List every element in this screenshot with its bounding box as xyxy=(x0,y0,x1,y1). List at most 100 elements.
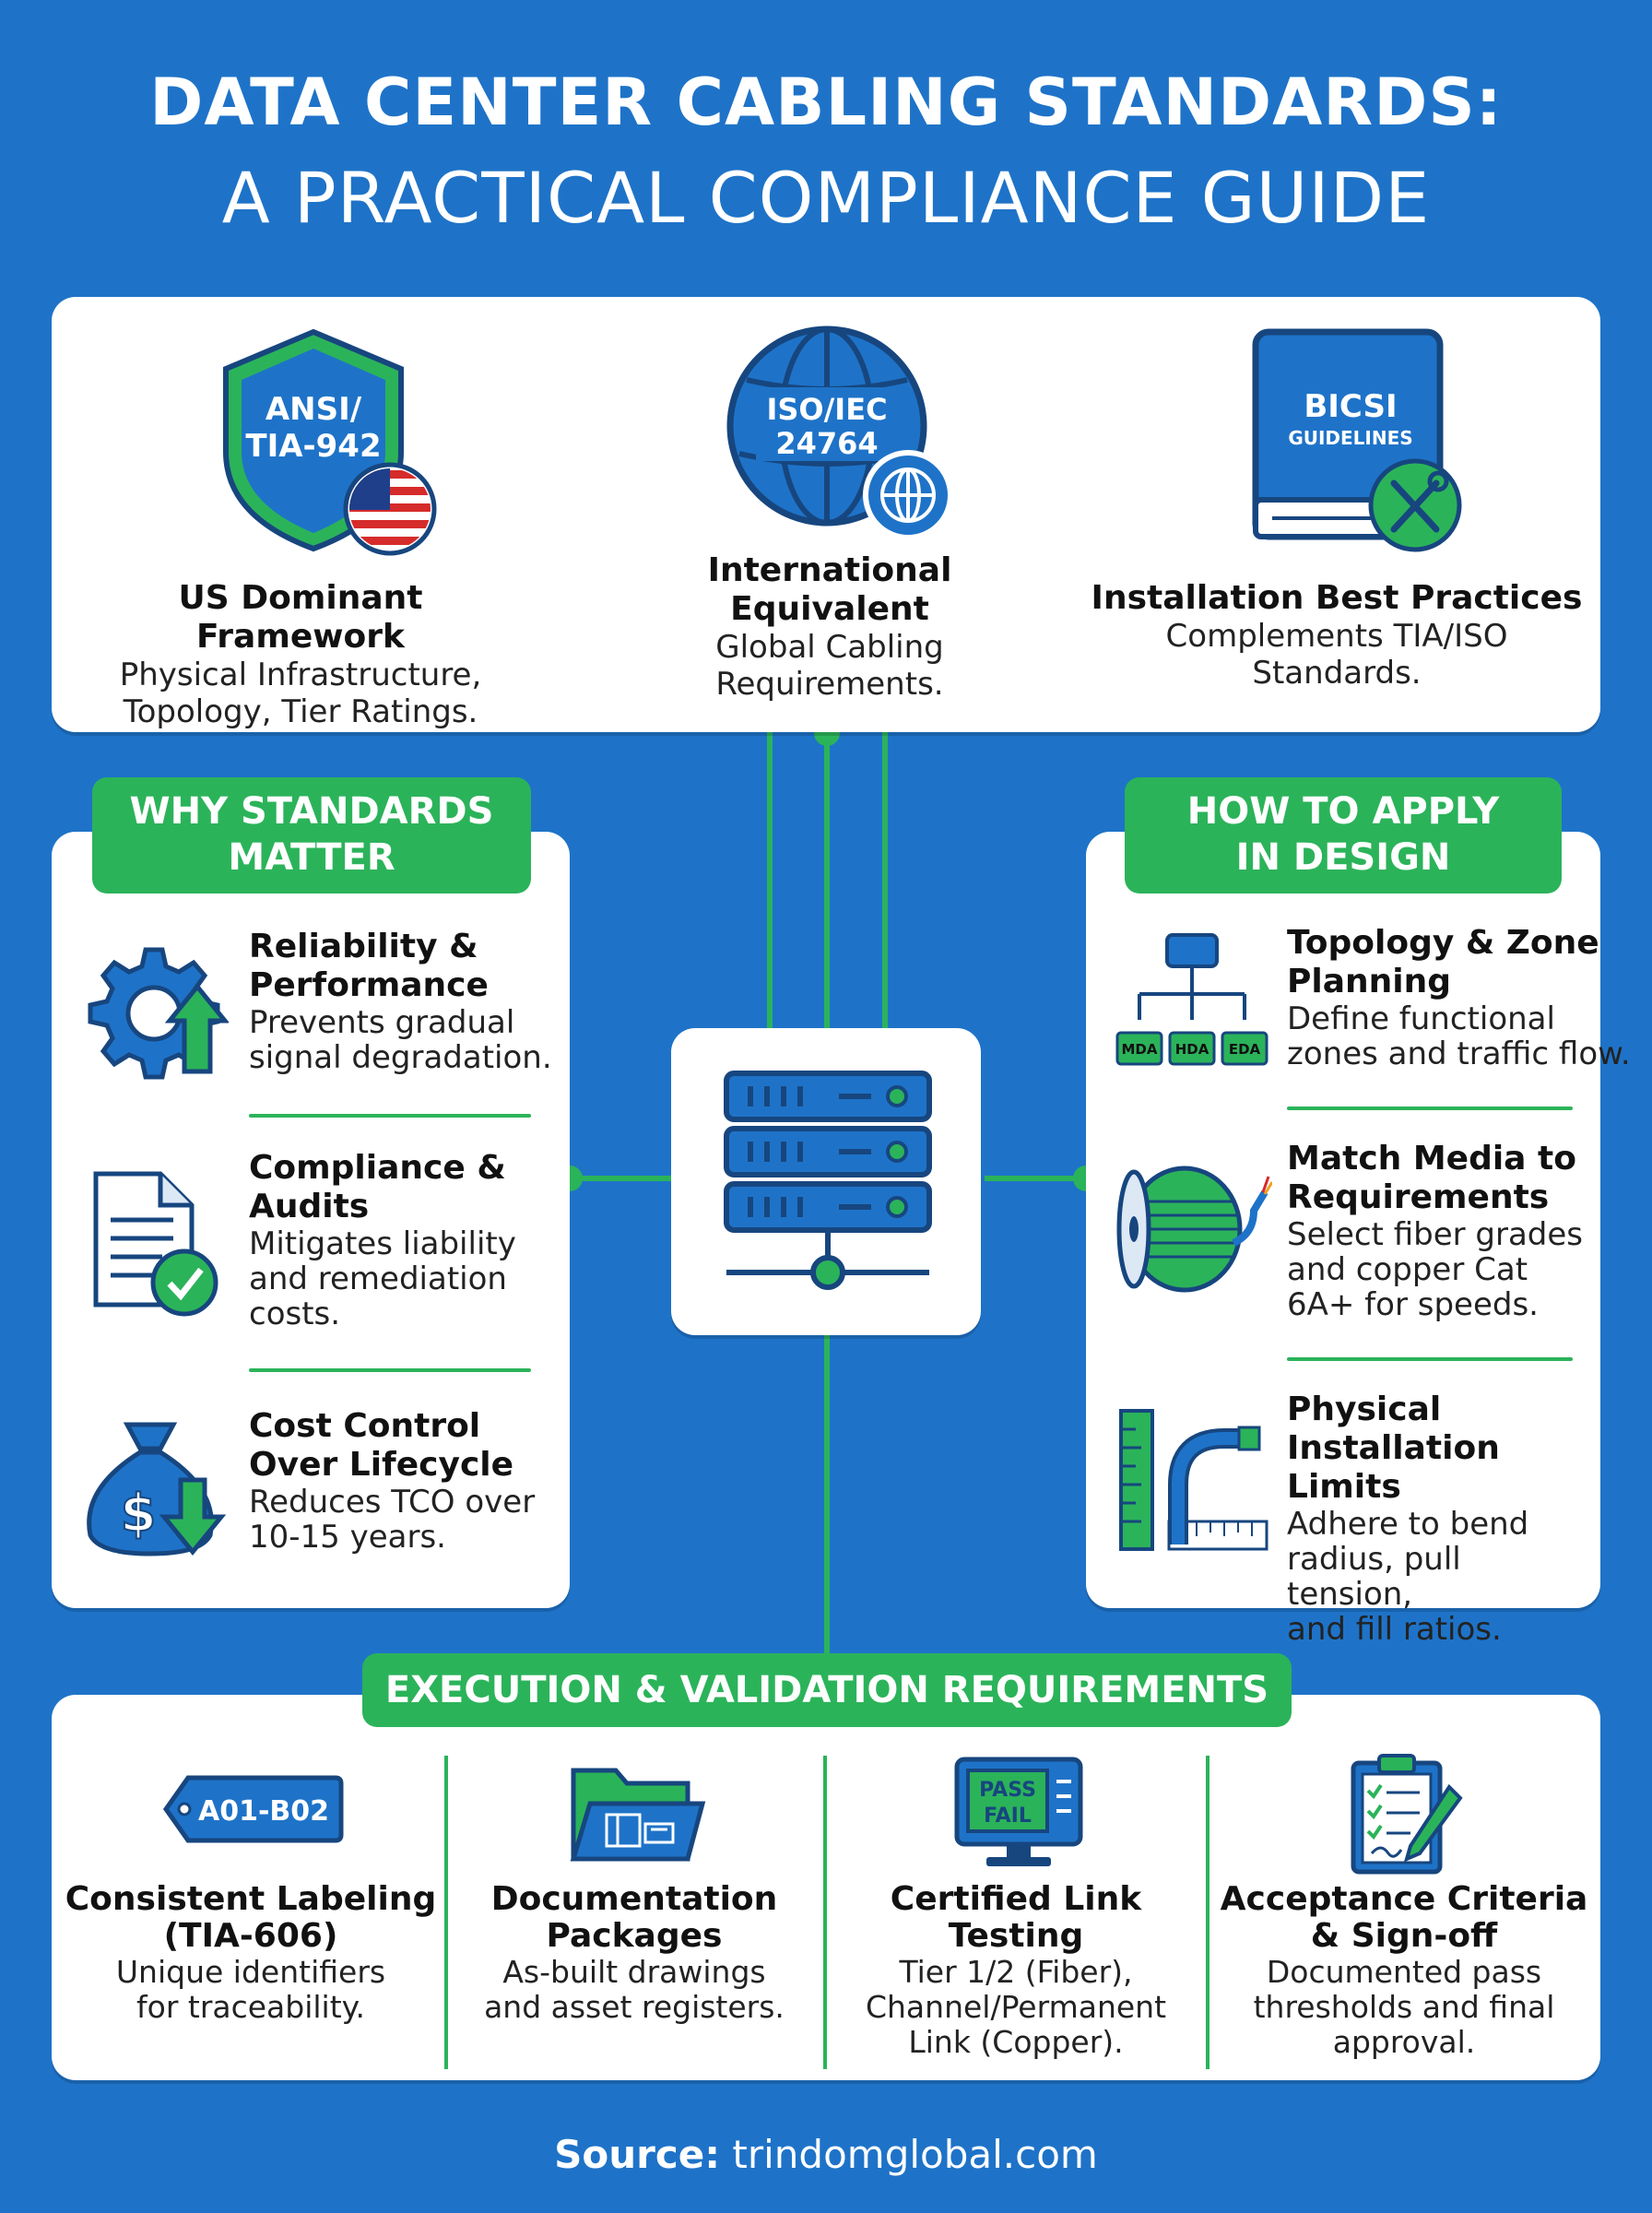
standard-iso: International Equivalent Global Cabling … xyxy=(645,551,1014,703)
how-item-topology: Topology & Zone Planning Define function… xyxy=(1287,924,1631,1072)
how-item-heading: Physical xyxy=(1287,1391,1442,1428)
why-item-body: costs. xyxy=(249,1296,341,1332)
standard-bicsi: Installation Best Practices Complements … xyxy=(1088,579,1586,692)
divider xyxy=(249,1114,531,1118)
execution-item-heading: Acceptance Criteria xyxy=(1220,1880,1588,1918)
why-item-heading: Performance xyxy=(249,966,489,1004)
why-item-heading: Over Lifecycle xyxy=(249,1446,514,1484)
execution-item-heading: & Sign-off xyxy=(1310,1917,1498,1955)
divider xyxy=(823,1756,827,2069)
why-item-reliability: Reliability & Performance Prevents gradu… xyxy=(249,928,562,1075)
book-icon: BICSI GUIDELINES xyxy=(1252,328,1462,552)
execution-testing: Certified Link Testing Tier 1/2 (Fiber),… xyxy=(830,1881,1202,2060)
standard-heading: International xyxy=(707,551,952,589)
standard-ansi: US Dominant Framework Physical Infrastru… xyxy=(88,579,513,730)
why-panel-title: WHY STANDARDS MATTER xyxy=(92,777,531,893)
how-item-media: Match Media to Requirements Select fiber… xyxy=(1287,1140,1591,1322)
source-credit: Source: trindomglobal.com xyxy=(0,2132,1652,2177)
standard-body: Global Cabling xyxy=(715,629,944,666)
why-item-heading: Cost Control xyxy=(249,1407,481,1445)
source-link[interactable]: trindomglobal.com xyxy=(732,2132,1098,2177)
execution-item-body: As-built drawings xyxy=(502,1954,766,1990)
bicsi-badge-line1: BICSI xyxy=(1304,388,1397,425)
execution-item-heading: Consistent Labeling xyxy=(65,1880,437,1918)
cable-spool-icon xyxy=(1116,1166,1272,1293)
iso-badge-line2: 24764 xyxy=(775,426,878,461)
why-item-body: 10-15 years. xyxy=(249,1519,446,1556)
execution-item-heading: Packages xyxy=(546,1917,723,1955)
execution-item-body: Channel/Permanent xyxy=(865,1989,1167,2025)
bicsi-badge-line2: GUIDELINES xyxy=(1288,427,1412,449)
execution-item-body: Tier 1/2 (Fiber), xyxy=(899,1954,1133,1990)
how-item-body: Select fiber grades xyxy=(1287,1216,1584,1253)
server-rack-icon xyxy=(724,1071,932,1290)
execution-item-body: thresholds and final xyxy=(1253,1989,1555,2025)
why-item-heading: Compliance & xyxy=(249,1149,506,1187)
how-title-line1: HOW TO APPLY xyxy=(1186,790,1500,833)
how-item-body: zones and traffic flow. xyxy=(1287,1035,1631,1072)
divider xyxy=(1287,1357,1573,1361)
why-title-line2: MATTER xyxy=(228,836,395,879)
execution-item-heading: Documentation xyxy=(490,1880,778,1918)
iso-badge-line1: ISO/IEC xyxy=(766,392,887,427)
zone-label: EDA xyxy=(1229,1041,1261,1058)
ansi-badge-line1: ANSI/ xyxy=(266,391,362,428)
how-item-body: 6A+ for speeds. xyxy=(1287,1286,1539,1323)
why-item-heading: Audits xyxy=(249,1188,370,1225)
how-item-heading: Requirements xyxy=(1287,1178,1550,1216)
divider xyxy=(1206,1756,1210,2069)
execution-item-heading: Certified Link xyxy=(890,1880,1142,1918)
standard-heading: Equivalent xyxy=(730,590,929,628)
why-item-body: Mitigates liability xyxy=(249,1225,516,1262)
bend-radius-icon xyxy=(1119,1409,1268,1551)
how-panel-title: HOW TO APPLY IN DESIGN xyxy=(1125,777,1562,893)
how-item-body: and fill ratios. xyxy=(1287,1611,1502,1648)
folder-icon xyxy=(570,1768,706,1862)
label-tag-icon: A01-B02 xyxy=(162,1775,344,1843)
pass-text: PASS xyxy=(979,1779,1036,1802)
standard-body: Complements TIA/ISO xyxy=(1165,618,1508,655)
execution-acceptance: Acceptance Criteria & Sign-off Documente… xyxy=(1213,1881,1595,2060)
globe-icon: ISO/IEC 24764 xyxy=(726,325,953,540)
svg-text:$: $ xyxy=(121,1484,157,1544)
execution-item-heading: Testing xyxy=(948,1917,1084,1955)
document-check-icon xyxy=(93,1171,218,1317)
how-item-heading: Topology & Zone xyxy=(1287,924,1599,962)
page-title: DATA CENTER CABLING STANDARDS: xyxy=(149,65,1503,140)
standard-body: Requirements. xyxy=(715,666,944,703)
standard-body: Standards. xyxy=(1252,655,1422,692)
how-item-heading: Planning xyxy=(1287,963,1452,1000)
how-item-heading: Installation Limits xyxy=(1287,1429,1500,1506)
execution-documentation: Documentation Packages As-built drawings… xyxy=(452,1881,817,2025)
execution-panel-title: EXECUTION & VALIDATION REQUIREMENTS xyxy=(362,1653,1292,1727)
shield-icon: ANSI/ TIA-942 xyxy=(223,328,437,556)
why-title-line1: WHY STANDARDS xyxy=(129,790,494,833)
how-item-body: radius, pull tension, xyxy=(1287,1541,1461,1613)
execution-item-body: for traceability. xyxy=(136,1989,365,2025)
standard-body: Physical Infrastructure, xyxy=(119,657,482,693)
standard-heading: Installation Best Practices xyxy=(1091,579,1583,617)
source-label: Source: xyxy=(554,2132,721,2177)
how-item-limits: Physical Installation Limits Adhere to b… xyxy=(1287,1391,1591,1647)
divider xyxy=(1287,1106,1573,1110)
gear-arrow-icon xyxy=(88,947,229,1080)
why-item-cost: Cost Control Over Lifecycle Reduces TCO … xyxy=(249,1407,562,1555)
execution-labeling: Consistent Labeling (TIA-606) Unique ide… xyxy=(65,1881,437,2025)
zone-label: HDA xyxy=(1175,1041,1210,1058)
why-item-body: Prevents gradual xyxy=(249,1004,515,1041)
why-item-heading: Reliability & xyxy=(249,928,478,965)
how-item-body: Define functional xyxy=(1287,1000,1555,1037)
execution-item-body: Link (Copper). xyxy=(908,2024,1124,2060)
why-item-body: Reduces TCO over xyxy=(249,1484,536,1521)
clipboard-icon xyxy=(1351,1754,1463,1875)
execution-item-body: Unique identifiers xyxy=(115,1954,386,1990)
tag-text: A01-B02 xyxy=(198,1795,329,1828)
page-subtitle: A PRACTICAL COMPLIANCE GUIDE xyxy=(221,157,1431,239)
standard-heading: US Dominant Framework xyxy=(178,579,423,656)
tester-icon: PASS FAIL xyxy=(954,1757,1083,1866)
why-item-compliance: Compliance & Audits Mitigates liability … xyxy=(249,1149,562,1331)
execution-item-body: and asset registers. xyxy=(484,1989,785,2025)
divider xyxy=(444,1756,448,2069)
zone-label: MDA xyxy=(1122,1041,1158,1058)
topology-icon: MDA HDA EDA xyxy=(1115,933,1268,1066)
